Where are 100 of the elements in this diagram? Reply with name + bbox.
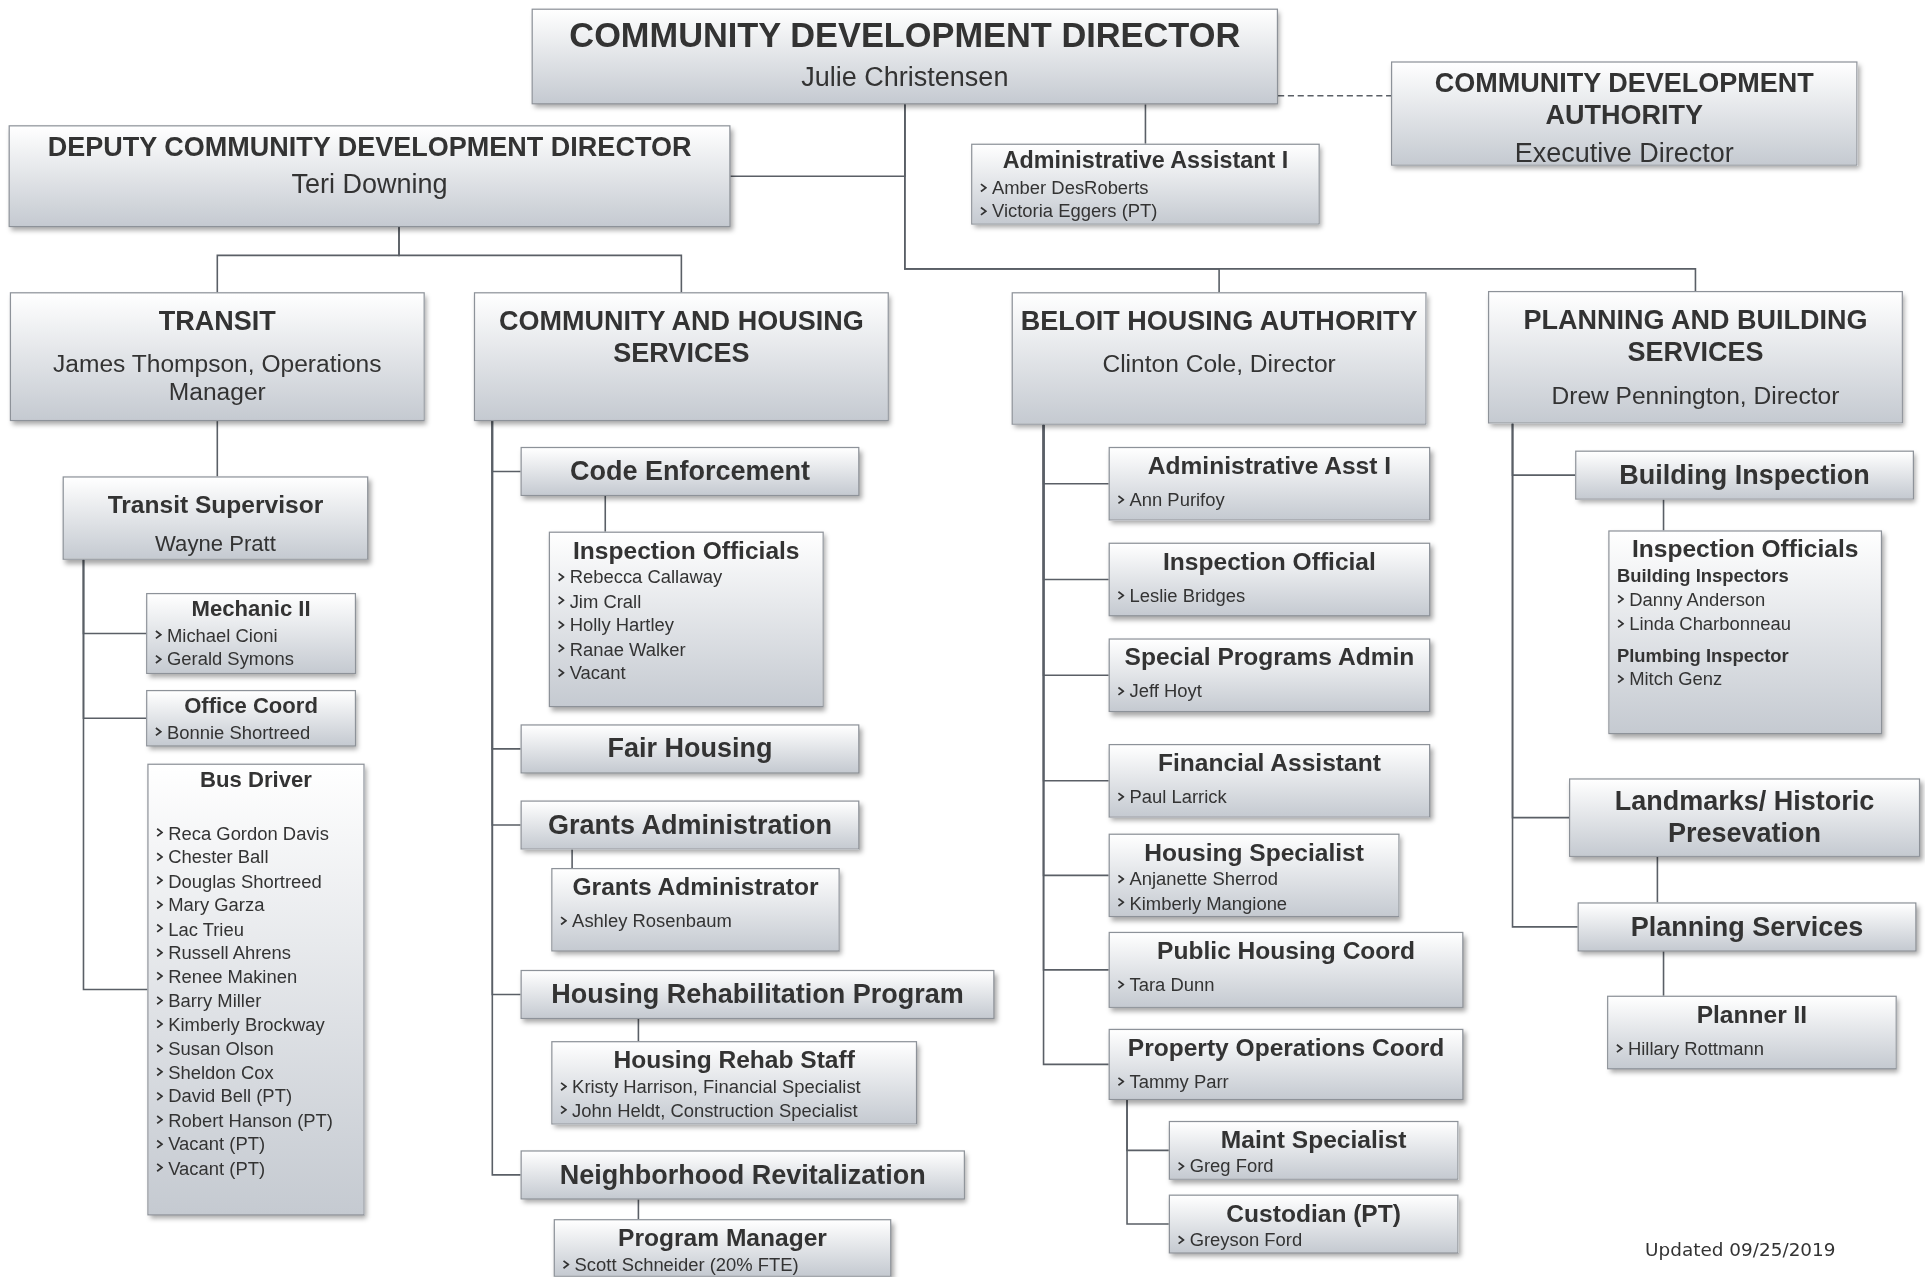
staff-name: Ashley Rosenbaum (572, 908, 732, 933)
connector-line (1144, 103, 1147, 145)
role-subheading: Building Inspectors (1616, 563, 1790, 588)
staff-name: Tara Dunn (1129, 972, 1215, 997)
connector-line (637, 1198, 640, 1220)
person-name: Drew Pennington, Director (1551, 381, 1840, 410)
staff-name: Victoria Eggers (PT) (992, 199, 1158, 224)
person-name: Teri Downing (291, 168, 448, 200)
staff-name: Lac Trieu (168, 916, 244, 941)
box-title: Housing Rehabilitation Program (551, 978, 964, 1011)
connector-line (637, 1018, 640, 1042)
position-box (1168, 1120, 1459, 1180)
person-name: James Thompson, Operations Manager (52, 350, 383, 407)
staff-name: Kimberly Mangione (1129, 890, 1288, 915)
staff-name: Reca Gordon Davis (168, 821, 329, 845)
section-box (520, 1150, 965, 1200)
position-box (1608, 530, 1883, 735)
position-box (146, 689, 357, 747)
staff-name: Danny Anderson (1629, 587, 1766, 612)
box-title: Inspection Officials (572, 535, 801, 565)
box-title: Special Programs Admin (1123, 642, 1416, 672)
position-box (146, 593, 357, 674)
staff-name: Chester Ball (168, 845, 269, 869)
connector-line (1662, 950, 1665, 997)
position-box (1168, 1194, 1459, 1254)
staff-name: Kimberly Brockway (168, 1012, 325, 1037)
box-title: COMMUNITY DEVELOPMENT AUTHORITY (1433, 67, 1815, 133)
box-title: Neighborhood Revitalization (559, 1158, 926, 1192)
connector-line (82, 559, 149, 991)
position-box (1108, 1028, 1464, 1100)
staff-name: Susan Olson (168, 1036, 274, 1061)
box-title: Administrative Asst I (1146, 450, 1393, 481)
position-box (551, 868, 840, 952)
box-title: Property Operations Coord (1126, 1032, 1446, 1062)
position-box (8, 125, 731, 228)
staff-name: Vacant (569, 660, 626, 685)
connector-line (604, 495, 607, 533)
staff-name: Robert Hanson (PT) (168, 1108, 333, 1133)
staff-name: Linda Charbonneau (1629, 611, 1791, 636)
box-title: Inspection Official (1162, 546, 1377, 576)
staff-name: Jeff Hoyt (1129, 679, 1202, 703)
box-title: COMMUNITY DEVELOPMENT DIRECTOR (569, 14, 1241, 56)
staff-name: Leslie Bridges (1129, 583, 1246, 608)
update-note: Updated 09/25/2019 (1645, 1237, 1836, 1263)
box-title: Grants Administration (547, 808, 833, 842)
box-title: Mechanic II (190, 596, 312, 624)
position-box (147, 763, 365, 1216)
staff-name: Sheldon Cox (168, 1060, 274, 1085)
staff-name: David Bell (PT) (168, 1084, 292, 1109)
staff-name: Jim Crall (569, 588, 642, 613)
section-box (520, 724, 860, 774)
staff-name: Russell Ahrens (168, 940, 292, 965)
box-title: Office Coord (183, 693, 319, 721)
position-box (1108, 931, 1464, 1008)
position-box (971, 143, 1320, 225)
box-title: Planning Services (1630, 910, 1864, 944)
box-title: Code Enforcement (569, 455, 811, 488)
staff-name: Douglas Shortreed (168, 868, 322, 893)
box-title: Custodian (PT) (1225, 1198, 1402, 1228)
staff-name: Mary Garza (168, 892, 265, 917)
position-box (1607, 995, 1897, 1070)
staff-name: Bonnie Shortreed (166, 720, 311, 745)
staff-name: Gerald Symons (166, 647, 294, 672)
box-title: Financial Assistant (1157, 747, 1382, 778)
staff-name: Mitch Genz (1629, 666, 1723, 691)
staff-name: Renee Makinen (168, 964, 298, 989)
position-box (1108, 744, 1431, 818)
staff-name: Anjanette Sherrod (1129, 867, 1278, 891)
staff-name: John Heldt, Construction Specialist (572, 1098, 858, 1123)
section-box (520, 969, 995, 1019)
connector-line (1511, 422, 1579, 928)
box-title: Landmarks/ Historic Presevation (1613, 785, 1876, 851)
position-box (62, 476, 369, 560)
staff-name: Kristy Harrison, Financial Specialist (572, 1074, 861, 1099)
person-name: Wayne Pratt (155, 531, 276, 557)
box-title: Maint Specialist (1219, 1124, 1408, 1155)
staff-name: Michael Cioni (166, 623, 278, 648)
position-box (551, 1041, 918, 1125)
box-title: Building Inspection (1619, 458, 1870, 492)
connector-line (398, 226, 683, 293)
box-title: TRANSIT (158, 305, 276, 339)
connector-line (1656, 856, 1659, 904)
staff-name: Ranae Walker (569, 636, 686, 661)
staff-name: Greyson Ford (1189, 1227, 1303, 1252)
position-box (1108, 542, 1431, 617)
section-box (520, 446, 860, 496)
staff-name: Rebecca Callaway (569, 564, 723, 589)
staff-name: Vacant (PT) (168, 1156, 266, 1180)
staff-name: Barry Miller (168, 988, 262, 1013)
connector-line (571, 848, 573, 869)
staff-name: Holly Hartley (569, 612, 675, 637)
box-title: Bus Driver (199, 767, 313, 794)
position-box (1108, 638, 1431, 713)
section-box (1575, 450, 1914, 500)
staff-name: Greg Ford (1189, 1154, 1274, 1178)
position-box (1487, 290, 1903, 424)
box-title: DEPUTY COMMUNITY DEVELOPMENT DIRECTOR (47, 131, 692, 164)
position-box (1108, 833, 1400, 918)
connector-line (1662, 498, 1665, 532)
staff-name: Amber DesRoberts (992, 175, 1149, 200)
